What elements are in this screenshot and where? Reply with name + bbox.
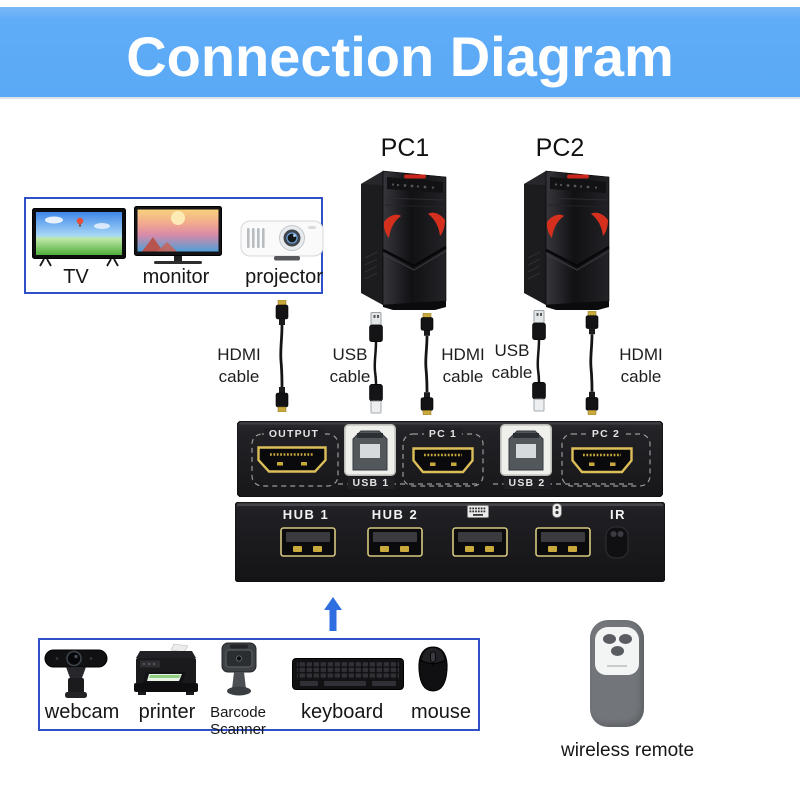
pc2-label: PC2 [535, 134, 585, 162]
usb-cable-1-label-line2: cable [329, 367, 371, 386]
usb-cable-2-label-line2: cable [491, 363, 533, 382]
printer-label: printer [138, 701, 196, 723]
hdmi-cable-1-image [275, 300, 289, 412]
tv-label: TV [63, 266, 89, 288]
mouse-image [418, 646, 448, 692]
pc1-label: PC1 [380, 134, 430, 162]
peripherals-box [38, 638, 480, 731]
hdmi-cable-1-label-line2: cable [218, 367, 260, 386]
header-banner: Connection Diagram [0, 7, 800, 97]
remote-button-1 [603, 634, 616, 644]
remote-face [595, 627, 639, 675]
usb-cable-2-image [532, 310, 546, 412]
usb-cable-1-image [369, 312, 383, 414]
ir-receiver [605, 526, 629, 559]
remote-text-line [607, 665, 627, 667]
hdmi-cable-1-label: HDMI cable [213, 344, 265, 388]
hdmi-cable-3-label: HDMI cable [615, 344, 667, 388]
wireless-remote-label: wireless remote [560, 740, 695, 761]
usb-cable-2-label: USB cable [490, 340, 534, 384]
output-port-label: OUTPUT [263, 428, 325, 440]
hdmi-cable-3-label-line1: HDMI [619, 345, 663, 364]
keyboard-label: keyboard [301, 701, 384, 723]
mouse-label: mouse [410, 701, 472, 723]
wireless-remote-image [590, 620, 644, 727]
barcode-scanner-image [221, 642, 257, 696]
hdmi-cable-1-label-line1: HDMI [217, 345, 261, 364]
pc1-port-label: PC 1 [423, 428, 463, 440]
remote-button-2 [619, 634, 632, 644]
pc1-tower-image [361, 170, 447, 310]
hdmi-cable-2-label: HDMI cable [437, 344, 489, 388]
usb1-port-label: USB 1 [347, 477, 395, 489]
mouse-icon [552, 503, 562, 518]
hub1-port-label: HUB 1 [282, 507, 330, 522]
projector-image [240, 220, 324, 261]
hdmi-cable-3-label-line2: cable [620, 367, 662, 386]
keyboard-icon [467, 505, 489, 518]
webcam-label: webcam [44, 701, 120, 723]
usb-cable-2-label-line1: USB [494, 341, 530, 360]
page-title: Connection Diagram [126, 24, 674, 88]
hdmi-cable-2-label-line1: HDMI [441, 345, 485, 364]
hub2-port-label: HUB 2 [371, 507, 419, 522]
kvm-rear-panel [237, 421, 663, 497]
tv-image [32, 208, 126, 267]
monitor-label: monitor [142, 266, 210, 288]
pc2-port-label: PC 2 [586, 428, 626, 440]
ir-label: IR [610, 507, 626, 522]
barcode-scanner-label: Barcode Scanner [210, 704, 266, 738]
hdmi-cable-2-label-line2: cable [442, 367, 484, 386]
monitor-image [134, 206, 222, 264]
webcam-image [44, 649, 108, 698]
pc2-tower-image [524, 170, 610, 310]
hdmi-cable-3-image [585, 311, 599, 415]
usb2-port-label: USB 2 [503, 477, 551, 489]
remote-button-3 [611, 646, 624, 656]
usb-cable-1-label: USB cable [328, 344, 372, 388]
up-arrow-icon [324, 597, 342, 631]
usb-cable-1-label-line1: USB [332, 345, 368, 364]
hdmi-cable-2-image [420, 313, 434, 415]
printer-image [134, 643, 198, 695]
keyboard-image [292, 658, 404, 690]
projector-label: projector [245, 266, 323, 288]
